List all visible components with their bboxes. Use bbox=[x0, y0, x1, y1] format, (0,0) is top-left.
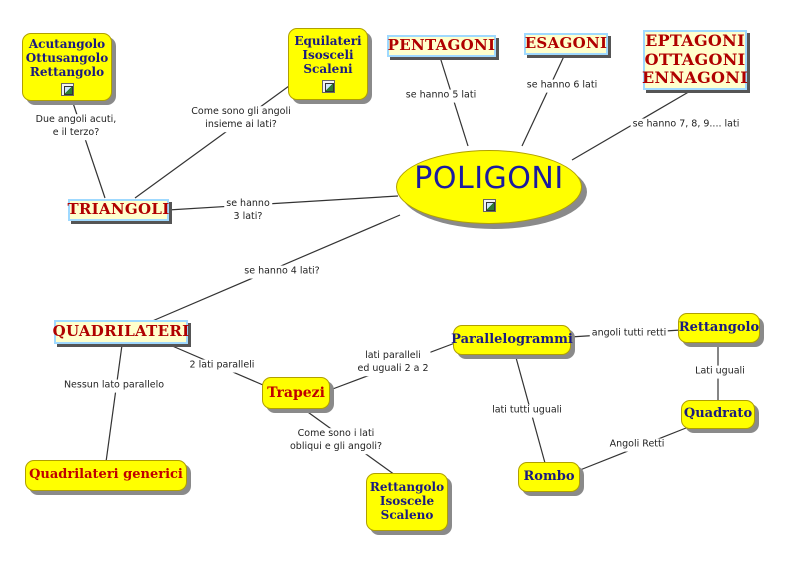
node-label: ESAGONI bbox=[524, 34, 608, 53]
label-line: Nessun lato parallelo bbox=[63, 379, 165, 391]
label-line: lati paralleli bbox=[365, 350, 421, 362]
node-parallelogrammi[interactable]: Parallelogrammi bbox=[451, 325, 573, 355]
label-line: se hanno 4 lati? bbox=[244, 265, 320, 277]
label-three-sides: se hanno 3 lati? bbox=[224, 198, 272, 224]
label-line: Come sono gli angoli bbox=[191, 106, 291, 118]
link-triangoli-sides bbox=[134, 77, 301, 199]
node-line: Rettangolo bbox=[29, 64, 105, 79]
node-triangoli[interactable]: TRIANGOLI bbox=[67, 199, 170, 221]
label-line: se hanno 5 lati bbox=[405, 89, 477, 101]
label-line: Angoli Retti bbox=[609, 438, 665, 450]
node-line: EPTAGONI bbox=[645, 31, 745, 51]
label-line: angoli tutti retti bbox=[591, 327, 667, 339]
node-rombo[interactable]: Rombo bbox=[518, 462, 580, 492]
node-trapezi-types[interactable]: Rettangolo Isoscele Scaleno bbox=[366, 473, 448, 531]
label-right-angles-square: Angoli Retti bbox=[607, 438, 667, 452]
node-label: TRIANGOLI bbox=[67, 200, 170, 219]
node-line: Acutangolo bbox=[28, 37, 106, 52]
label-more-sides: se hanno 7, 8, 9.... lati bbox=[630, 118, 742, 132]
image-attachment-icon[interactable] bbox=[482, 199, 496, 213]
node-line: Isosceli bbox=[302, 48, 354, 63]
label-angles-sides-question: Come sono gli angoli insieme ai lati? bbox=[189, 106, 293, 132]
label-line: Come sono i lati bbox=[297, 428, 375, 440]
label-right-angles: angoli tutti retti bbox=[589, 327, 669, 341]
node-trapezi[interactable]: Trapezi bbox=[262, 377, 330, 409]
node-line: Isoscele bbox=[379, 494, 435, 509]
node-label: Parallelogrammi bbox=[451, 331, 573, 347]
label-line: se hanno 7, 8, 9.... lati bbox=[632, 118, 740, 130]
label-line: Due angoli acuti, bbox=[35, 114, 117, 126]
label-equal-sides-rhombus: lati tutti uguali bbox=[490, 404, 564, 418]
central-node-poligoni[interactable]: POLIGONI bbox=[396, 150, 582, 224]
label-line: obliqui e gli angoli? bbox=[289, 441, 383, 452]
label-five-sides: se hanno 5 lati bbox=[403, 89, 479, 103]
label-oblique-question: Come sono i lati obliqui e gli angoli? bbox=[287, 428, 385, 454]
label-parallel-equal: lati paralleli ed uguali 2 a 2 bbox=[355, 350, 431, 376]
node-label: Quadrilateri generici bbox=[29, 467, 183, 483]
node-label: Rombo bbox=[523, 468, 575, 484]
node-rettangolo[interactable]: Rettangolo bbox=[678, 313, 760, 343]
label-line: 3 lati? bbox=[233, 211, 263, 222]
label-line: insieme ai lati? bbox=[205, 119, 277, 130]
node-esagoni[interactable]: ESAGONI bbox=[524, 33, 608, 55]
label-line: ed uguali 2 a 2 bbox=[357, 363, 429, 374]
image-attachment-icon[interactable] bbox=[60, 82, 74, 96]
label-no-parallel: Nessun lato parallelo bbox=[61, 379, 167, 393]
node-line: Scaleno bbox=[380, 507, 434, 522]
node-pentagoni[interactable]: PENTAGONI bbox=[387, 35, 496, 57]
node-label: Quadrato bbox=[683, 406, 753, 422]
label-line: se hanno bbox=[226, 198, 270, 210]
label-line: 2 lati paralleli bbox=[189, 359, 255, 371]
central-title: POLIGONI bbox=[414, 160, 564, 196]
node-triangle-angle-types[interactable]: Acutangolo Ottusangolo Rettangolo bbox=[22, 33, 112, 101]
label-six-sides: se hanno 6 lati bbox=[524, 79, 600, 93]
node-triangle-side-types[interactable]: Equilateri Isosceli Scaleni bbox=[288, 28, 368, 100]
label-line: Lati uguali bbox=[695, 365, 745, 377]
node-line: Equilateri bbox=[294, 34, 362, 49]
link-center-triangoli bbox=[167, 195, 399, 211]
link-center-esagoni bbox=[521, 53, 566, 147]
node-label: Rettangolo bbox=[678, 319, 760, 335]
label-equal-sides-rect: Lati uguali bbox=[693, 365, 747, 379]
node-quadrato[interactable]: Quadrato bbox=[681, 400, 755, 429]
node-line: Ottusangolo bbox=[25, 51, 109, 66]
node-line: Scaleni bbox=[303, 61, 353, 76]
node-label: QUADRILATERI bbox=[52, 322, 190, 341]
label-line: lati tutti uguali bbox=[492, 404, 562, 416]
label-line: e il terzo? bbox=[52, 127, 100, 138]
label-two-parallel: 2 lati paralleli bbox=[187, 359, 257, 373]
link-quadrilateri-generici bbox=[105, 344, 123, 463]
label-acute-question: Due angoli acuti, e il terzo? bbox=[33, 114, 119, 140]
node-label: Trapezi bbox=[267, 384, 325, 401]
node-quadrilateri[interactable]: QUADRILATERI bbox=[52, 320, 190, 344]
image-attachment-icon[interactable] bbox=[321, 79, 335, 93]
node-eptagoni-ottagoni-ennagoni[interactable]: EPTAGONI OTTAGONI ENNAGONI bbox=[642, 30, 748, 90]
node-line: Rettangolo bbox=[369, 480, 445, 495]
label-line: se hanno 6 lati bbox=[526, 79, 598, 91]
node-line: ENNAGONI bbox=[642, 68, 748, 88]
node-line: OTTAGONI bbox=[644, 49, 746, 69]
node-label: PENTAGONI bbox=[387, 36, 496, 55]
label-four-sides: se hanno 4 lati? bbox=[242, 265, 322, 279]
node-quadrilateri-generici[interactable]: Quadrilateri generici bbox=[25, 460, 187, 491]
